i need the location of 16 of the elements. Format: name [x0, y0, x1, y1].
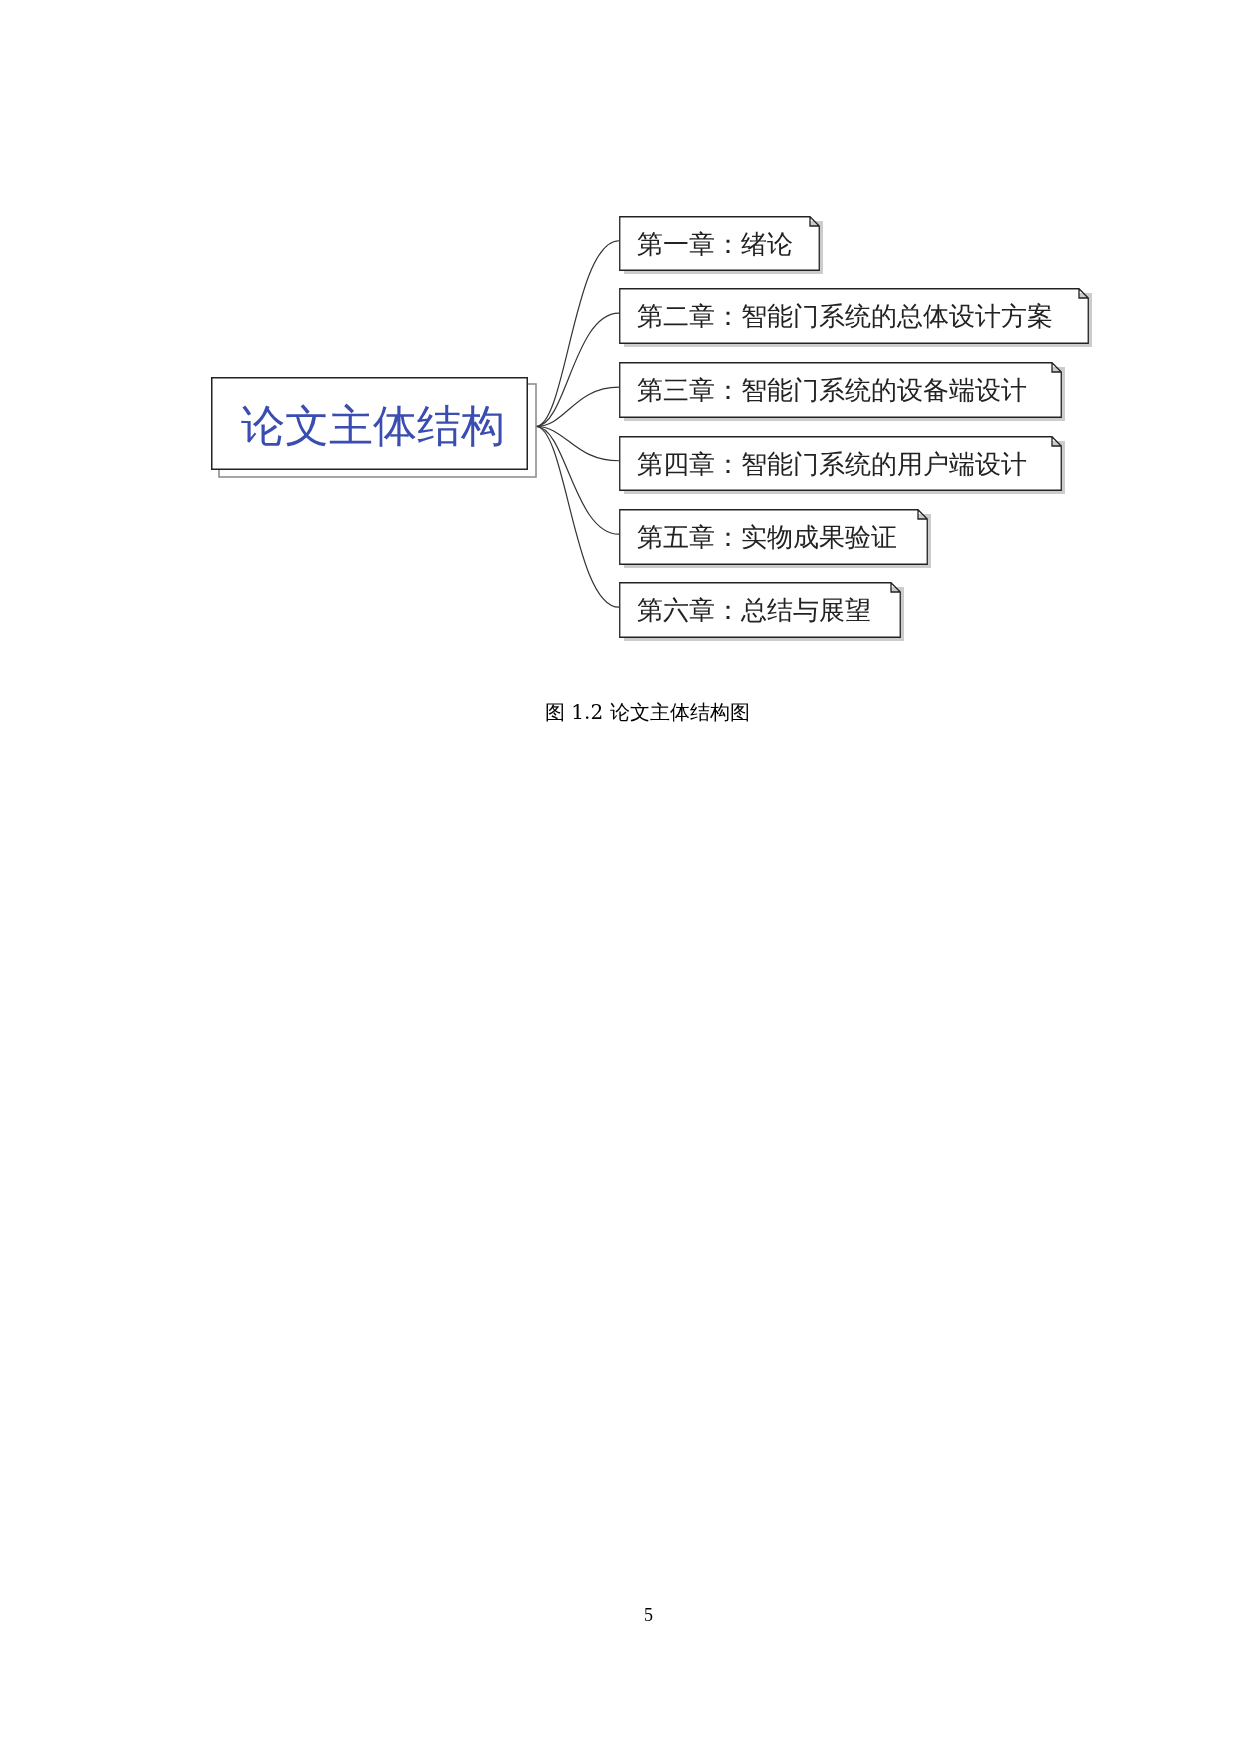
chapter-title: 第三章：智能门系统的设备端设计 — [637, 374, 1027, 407]
chapter-title: 第四章：智能门系统的用户端设计 — [637, 448, 1027, 481]
chapter-note-box — [619, 362, 1068, 424]
figure-caption: 图 1.2 论文主体结构图 — [545, 699, 750, 726]
chapter-title: 第一章：绪论 — [637, 228, 793, 261]
chapter-note-box — [619, 582, 907, 644]
chapter-note-box — [619, 216, 826, 277]
chapter-title: 第六章：总结与展望 — [637, 594, 871, 627]
chapter-title: 第二章：智能门系统的总体设计方案 — [637, 300, 1053, 333]
chapter-title: 第五章：实物成果验证 — [637, 521, 897, 554]
chapter-note-box — [619, 436, 1068, 497]
topic-title: 论文主体结构 — [241, 399, 505, 453]
root-topic-box — [211, 377, 536, 478]
chapter-note-box — [619, 509, 934, 571]
page-number: 5 — [644, 1605, 653, 1626]
chapter-note-box — [619, 288, 1095, 350]
